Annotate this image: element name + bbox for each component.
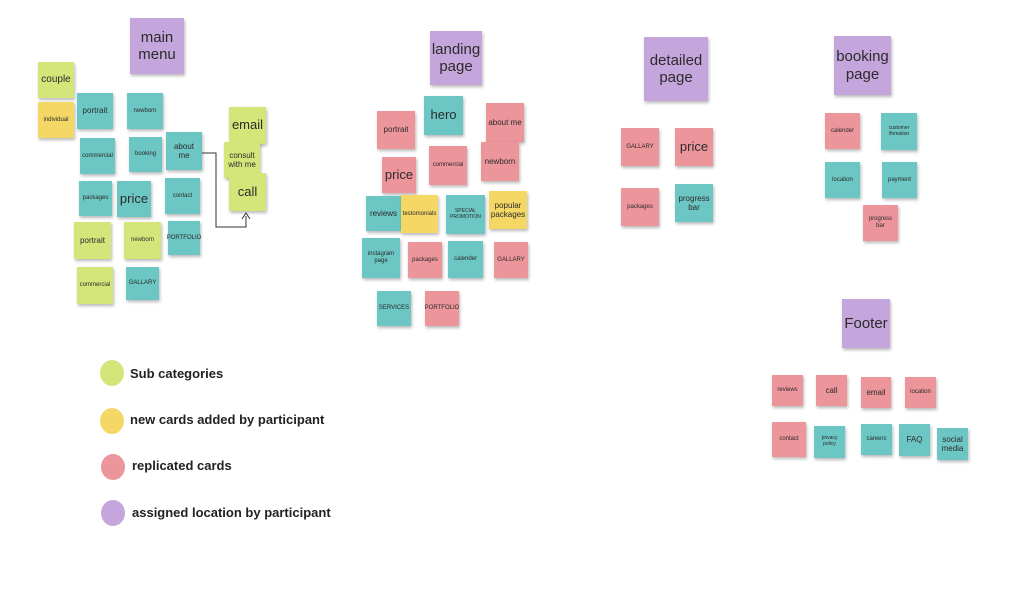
legend-label-replicated: replicated cards bbox=[132, 458, 232, 473]
card-about-me[interactable]: about me bbox=[166, 132, 202, 170]
card-portrait[interactable]: portrait bbox=[377, 111, 415, 149]
card-newborn-2[interactable]: newborn bbox=[124, 222, 161, 259]
card-packages[interactable]: packages bbox=[79, 181, 112, 216]
card-social-media[interactable]: social media bbox=[937, 428, 968, 460]
booking-page-title-note[interactable]: booking page bbox=[834, 36, 891, 95]
card-email[interactable]: email bbox=[861, 377, 891, 408]
card-portfolio[interactable]: PORTFOLIO bbox=[167, 221, 201, 255]
card-calender[interactable]: calender bbox=[825, 113, 860, 149]
legend-swatch-sub-categories bbox=[100, 360, 124, 386]
card-progress-bar[interactable]: progress bar bbox=[863, 205, 898, 241]
card-reviews[interactable]: reviews bbox=[366, 196, 401, 231]
card-email[interactable]: email bbox=[229, 107, 266, 144]
card-popular-packages[interactable]: popular packages bbox=[489, 191, 527, 229]
card-gallary[interactable]: GALLARY bbox=[126, 267, 159, 300]
card-price[interactable]: price bbox=[675, 128, 713, 166]
card-faq[interactable]: FAQ bbox=[899, 424, 930, 456]
card-call[interactable]: call bbox=[816, 375, 847, 406]
card-portfolio[interactable]: PORTFOLIO bbox=[425, 291, 459, 326]
card-portrait[interactable]: portrait bbox=[77, 93, 113, 129]
landing-page-title-note[interactable]: landing page bbox=[430, 31, 482, 85]
detailed-page-title-note[interactable]: detailed page bbox=[644, 37, 708, 101]
card-calender[interactable]: calender bbox=[448, 241, 483, 278]
card-reviews[interactable]: reviews bbox=[772, 375, 803, 406]
card-individual[interactable]: individual bbox=[38, 102, 74, 138]
card-privacy-policy[interactable]: privacy policy bbox=[814, 426, 845, 458]
card-commercial-2[interactable]: commercial bbox=[77, 267, 113, 304]
card-price[interactable]: price bbox=[382, 157, 416, 193]
card-customer-ifomation[interactable]: customer ifomation bbox=[881, 113, 917, 150]
card-about-me[interactable]: about me bbox=[486, 103, 524, 142]
card-payment[interactable]: payment bbox=[882, 162, 917, 198]
card-location[interactable]: location bbox=[905, 377, 936, 408]
card-portrait-2[interactable]: portrait bbox=[74, 222, 111, 259]
footer-title-note[interactable]: Footer bbox=[842, 299, 890, 348]
card-price[interactable]: price bbox=[117, 181, 151, 217]
legend-swatch-replicated bbox=[101, 454, 125, 480]
card-booking[interactable]: booking bbox=[129, 137, 162, 172]
card-packages[interactable]: packages bbox=[408, 242, 442, 278]
legend-label-new-cards: new cards added by participant bbox=[130, 412, 325, 427]
card-commercial[interactable]: commercial bbox=[80, 138, 115, 174]
card-gallary[interactable]: GALLARY bbox=[621, 128, 659, 166]
card-packages[interactable]: packages bbox=[621, 188, 659, 226]
card-progress-bar[interactable]: progress bar bbox=[675, 184, 713, 222]
card-newborn[interactable]: newborn bbox=[481, 142, 519, 181]
legend-swatch-new-cards bbox=[100, 408, 124, 434]
card-gallary[interactable]: GALLARY bbox=[494, 242, 528, 278]
card-newborn[interactable]: newborn bbox=[127, 93, 163, 129]
card-services[interactable]: SERVICES bbox=[377, 291, 411, 326]
card-commercial[interactable]: commercial bbox=[429, 146, 467, 185]
card-couple[interactable]: couple bbox=[38, 62, 74, 98]
card-call[interactable]: call bbox=[229, 173, 266, 211]
card-careers[interactable]: careers bbox=[861, 424, 892, 455]
card-location[interactable]: location bbox=[825, 162, 860, 198]
card-special-promotion[interactable]: SPECIAL PROMOTION bbox=[446, 195, 485, 234]
legend-label-assigned-location: assigned location by participant bbox=[132, 505, 331, 520]
card-contact[interactable]: contact bbox=[772, 422, 806, 457]
card-testomonials[interactable]: testomonials bbox=[401, 195, 438, 233]
main-menu-title-note[interactable]: main menu bbox=[130, 18, 184, 74]
card-contact[interactable]: contact bbox=[165, 178, 200, 214]
card-instagram-page[interactable]: instagram page bbox=[362, 238, 400, 278]
legend-swatch-assigned-location bbox=[101, 500, 125, 526]
card-hero[interactable]: hero bbox=[424, 96, 463, 135]
legend-label-sub-categories: Sub categories bbox=[130, 366, 224, 381]
